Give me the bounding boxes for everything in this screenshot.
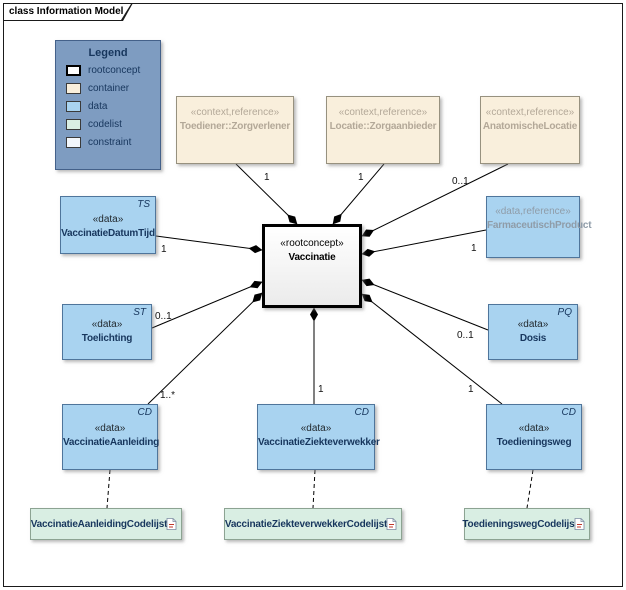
multiplicity-label: 0..1 bbox=[452, 176, 469, 187]
node-name: FarmaceutischProduct bbox=[487, 220, 592, 231]
connector-toedieningsweg-codelijst bbox=[526, 469, 534, 509]
legend-item-rootconcept: rootconcept bbox=[56, 64, 160, 77]
legend-item-label: data bbox=[88, 101, 108, 112]
node-name: VaccinatieZiekteverwekkerCodelijst bbox=[224, 518, 388, 530]
connector-dosis-vaccinatie bbox=[361, 278, 489, 331]
rootconcept-swatch-icon bbox=[66, 65, 81, 76]
document-icon bbox=[386, 518, 397, 530]
multiplicity-label: 1..* bbox=[160, 390, 176, 401]
legend-item-label: codelist bbox=[88, 119, 122, 130]
node-name: Toedieningsweg bbox=[496, 437, 572, 448]
node-name: Locatie::Zorgaanbieder bbox=[329, 121, 437, 132]
legend-item-codelist: codelist bbox=[56, 118, 160, 131]
node-vaccinatie-datum-tijd[interactable]: TS «data» VaccinatieDatumTijd bbox=[60, 196, 156, 254]
node-name: VaccinatieDatumTijd bbox=[61, 228, 155, 239]
node-toediener-zorgverlener[interactable]: «context,reference» Toediener::Zorgverle… bbox=[176, 96, 294, 164]
data-swatch-icon bbox=[66, 101, 81, 112]
legend[interactable]: Legend rootconcept container data codeli… bbox=[55, 40, 161, 170]
node-stereotype: «context,reference» bbox=[190, 107, 280, 118]
node-name: VaccinatieAanleidingCodelijst bbox=[30, 518, 168, 530]
legend-item-constraint: constraint bbox=[56, 136, 160, 149]
node-toedieningsweg[interactable]: CD «data» Toedieningsweg bbox=[486, 404, 582, 470]
node-toedieningsweg-codelijst[interactable]: ToedieningswegCodelijst bbox=[462, 508, 590, 540]
node-dosis[interactable]: PQ «data» Dosis bbox=[488, 304, 578, 360]
connector-zorgverlener-vaccinatie bbox=[235, 163, 298, 225]
multiplicity-label: 1 bbox=[358, 172, 364, 183]
node-stereotype: «data» bbox=[92, 214, 124, 225]
datatype-label: CD bbox=[137, 407, 152, 418]
legend-item-label: container bbox=[88, 83, 130, 94]
legend-item-data: data bbox=[56, 100, 160, 113]
node-stereotype: «context,reference» bbox=[338, 107, 428, 118]
node-locatie-zorgaanbieder[interactable]: «context,reference» Locatie::Zorgaanbied… bbox=[326, 96, 440, 164]
node-name: AnatomischeLocatie bbox=[482, 121, 578, 132]
diagram-title-tab[interactable]: class Information Model bbox=[3, 3, 133, 21]
connector-toedieningsweg-vaccinatie bbox=[361, 293, 503, 405]
container-swatch-icon bbox=[66, 83, 81, 94]
node-name: VaccinatieAanleiding bbox=[63, 437, 160, 448]
multiplicity-label: 1 bbox=[471, 243, 477, 254]
datatype-label: CD bbox=[354, 407, 369, 418]
connector-aanleiding-codelijst bbox=[106, 469, 111, 509]
node-name: Dosis bbox=[519, 333, 547, 344]
node-stereotype: «data» bbox=[517, 319, 549, 330]
node-vaccinatie-ziekteverwekker[interactable]: CD «data» VaccinatieZiekteverwekker bbox=[257, 404, 380, 470]
connector-ziekteverwekker-codelijst bbox=[312, 469, 316, 509]
connector-datumtijd-vaccinatie bbox=[155, 235, 263, 254]
datatype-label: CD bbox=[561, 407, 576, 418]
document-icon bbox=[574, 518, 585, 530]
multiplicity-label: 0..1 bbox=[457, 330, 474, 341]
tab-background bbox=[4, 4, 131, 20]
node-name: Toediener::Zorgverlener bbox=[179, 121, 291, 132]
multiplicity-label: 1 bbox=[161, 244, 167, 255]
legend-item-container: container bbox=[56, 82, 160, 95]
legend-item-label: constraint bbox=[88, 137, 132, 148]
node-stereotype: «context,reference» bbox=[485, 107, 575, 118]
node-farmaceutisch-product[interactable]: «data,reference» FarmaceutischProduct bbox=[486, 196, 592, 258]
node-vaccinatie-aanleiding-codelijst[interactable]: VaccinatieAanleidingCodelijst bbox=[30, 508, 182, 540]
node-vaccinatie[interactable]: «rootconcept» Vaccinatie bbox=[262, 224, 362, 308]
multiplicity-label: 1 bbox=[318, 384, 324, 395]
node-stereotype: «data» bbox=[518, 423, 550, 434]
document-icon bbox=[166, 518, 177, 530]
codelist-swatch-icon bbox=[66, 119, 81, 130]
node-stereotype: «data» bbox=[91, 319, 123, 330]
connector-zorgaanbieder-vaccinatie bbox=[332, 163, 385, 225]
multiplicity-label: 1 bbox=[468, 384, 474, 395]
node-name: Toelichting bbox=[81, 333, 133, 344]
node-stereotype: «data,reference» bbox=[495, 206, 571, 217]
node-stereotype: «rootconcept» bbox=[280, 238, 344, 249]
diagram-frame bbox=[3, 3, 623, 587]
node-name: VaccinatieZiekteverwekker bbox=[258, 437, 380, 448]
node-vaccinatie-aanleiding[interactable]: CD «data» VaccinatieAanleiding bbox=[62, 404, 160, 470]
node-name: ToedieningswegCodelijst bbox=[462, 518, 578, 530]
connector-aanleiding-vaccinatie bbox=[147, 292, 263, 405]
datatype-label: PQ bbox=[557, 307, 572, 318]
datatype-label: ST bbox=[133, 307, 146, 318]
constraint-swatch-icon bbox=[66, 137, 81, 148]
node-vaccinatie-ziekteverwekker-codelijst[interactable]: VaccinatieZiekteverwekkerCodelijst bbox=[224, 508, 402, 540]
connector-anatomischelocatie-vaccinatie bbox=[361, 163, 509, 237]
node-toelichting[interactable]: ST «data» Toelichting bbox=[62, 304, 152, 360]
multiplicity-label: 0..1 bbox=[155, 311, 172, 322]
node-anatomische-locatie[interactable]: «context,reference» AnatomischeLocatie bbox=[480, 96, 580, 164]
connector-farmaceutischproduct-vaccinatie bbox=[361, 229, 487, 257]
multiplicity-label: 1 bbox=[264, 172, 270, 183]
connector-toelichting-vaccinatie bbox=[151, 280, 263, 329]
node-stereotype: «data» bbox=[300, 423, 332, 434]
legend-item-label: rootconcept bbox=[88, 65, 141, 76]
datatype-label: TS bbox=[137, 199, 150, 210]
node-name: Vaccinatie bbox=[288, 252, 336, 263]
diagram-title: class Information Model bbox=[9, 6, 124, 17]
node-stereotype: «data» bbox=[94, 423, 126, 434]
legend-title: Legend bbox=[88, 47, 128, 59]
